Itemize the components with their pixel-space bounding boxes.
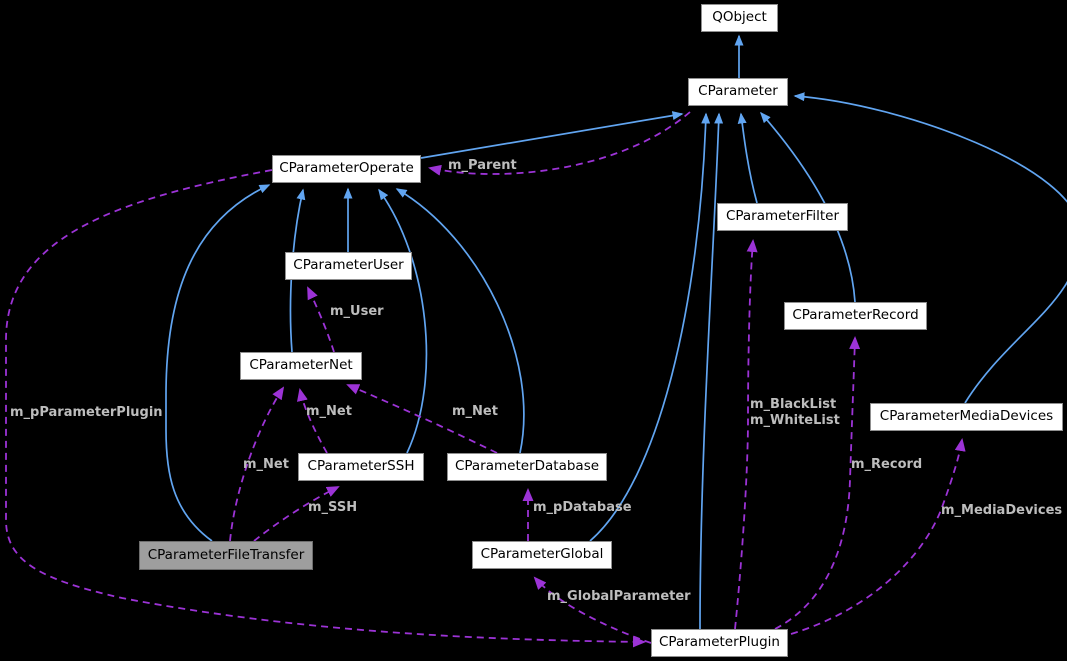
edge-m-mediadevices — [790, 438, 966, 635]
class-node-cparameterfiletransfer: CParameterFileTransfer — [139, 541, 313, 570]
class-node-cparameter[interactable]: CParameter — [688, 78, 788, 106]
class-node-cparameteruser[interactable]: CParameterUser — [285, 252, 412, 280]
class-node-cparametermediadevices[interactable]: CParameterMediaDevices — [870, 403, 1063, 431]
edge-m-ssh — [253, 486, 340, 542]
edge-label-m-ssh: m_SSH — [308, 500, 358, 515]
edge-plugin-cparameter — [699, 112, 724, 630]
edge-label-m-record: m_Record — [851, 457, 923, 472]
edge-m-net-filetransfer — [229, 386, 285, 542]
edge-m-net-ssh — [297, 388, 328, 454]
edge-label-m-globalparameter: m_GlobalParameter — [547, 589, 691, 604]
edge-label-m-user: m_User — [330, 304, 384, 319]
edge-m-blacklist-whitelist — [734, 239, 758, 630]
edge-m-record — [774, 336, 861, 630]
edge-label-m-net-left: m_Net — [243, 457, 289, 472]
edge-label-m-net-mid: m_Net — [306, 404, 352, 419]
class-node-qobject[interactable]: QObject — [701, 4, 778, 32]
edge-label-m-pparameterplugin: m_pParameterPlugin — [10, 405, 163, 420]
class-node-cparameterrecord[interactable]: CParameterRecord — [784, 302, 927, 330]
edge-filetransfer-operate — [165, 184, 271, 542]
edge-database-operate — [395, 188, 525, 454]
edge-m-user — [307, 286, 335, 353]
class-node-cparameterplugin[interactable]: CParameterPlugin — [651, 629, 788, 657]
class-node-cparameternet[interactable]: CParameterNet — [240, 352, 362, 380]
edge-record-cparameter — [760, 111, 856, 303]
edge-m-globalparameter — [533, 576, 652, 644]
edge-m-pparameterplugin — [5, 169, 646, 648]
edge-filter-cparameter — [737, 112, 758, 204]
edge-ssh-operate — [378, 188, 428, 454]
edge-label-m-net-right: m_Net — [452, 404, 498, 419]
class-node-cparameterdatabase[interactable]: CParameterDatabase — [447, 453, 607, 481]
edge-label-m-mediadevices: m_MediaDevices — [941, 503, 1063, 518]
edge-mediadevices-cparameter — [793, 92, 1067, 404]
edge-label-m-blacklist-whitelist: m_BlackList m_WhiteList — [750, 397, 840, 428]
edge-label-m-parent: m_Parent — [448, 158, 517, 173]
class-node-cparameterglobal[interactable]: CParameterGlobal — [472, 541, 612, 569]
edge-label-m-pdatabase: m_pDatabase — [533, 500, 632, 515]
class-node-cparameterssh[interactable]: CParameterSSH — [298, 453, 424, 481]
edge-global-cparameter — [589, 112, 711, 542]
class-node-cparameteroperate[interactable]: CParameterOperate — [272, 155, 421, 183]
edge-m-net-database — [346, 384, 498, 454]
class-node-cparameterfilter[interactable]: CParameterFilter — [717, 203, 848, 231]
edge-m-parent — [428, 111, 691, 176]
edge-operate-cparameter — [420, 111, 684, 159]
